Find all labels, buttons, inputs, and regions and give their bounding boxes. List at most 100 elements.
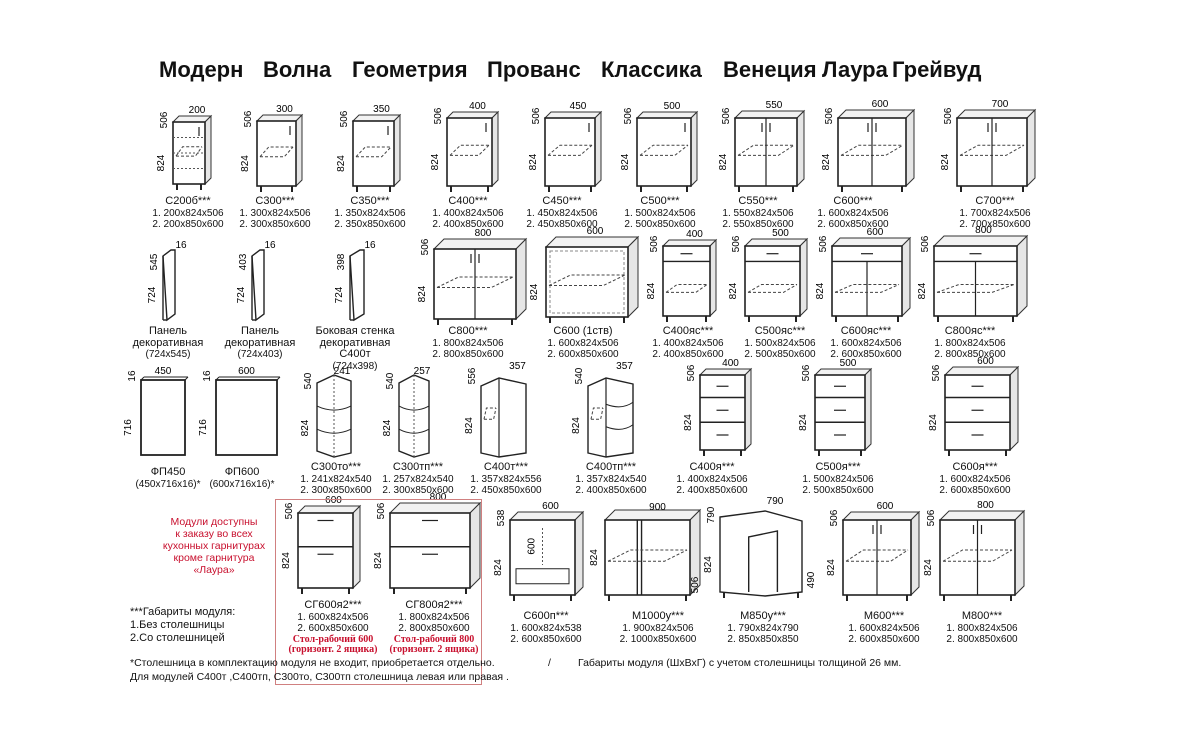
module-size-1: 1. 500х824х506 [744, 337, 816, 349]
module-size-1: 1. 257х824х540 [382, 473, 454, 485]
dim-depth: 403 [238, 253, 249, 270]
module-size-2: 2. 800х850х600 [946, 634, 1018, 645]
dim-height: 824 [240, 155, 251, 172]
module-size-2: 2. 400х850х600 [432, 219, 504, 230]
module-name: С800*** [448, 325, 488, 337]
module-size-1: 1. 357х824х540 [575, 473, 647, 485]
module-name: С500*** [640, 195, 680, 207]
module-name: С600*** [833, 195, 873, 207]
module-size-1: 1. 800х824х506 [946, 622, 1018, 634]
dim-height: 824 [571, 417, 582, 434]
module-size-1: 1. 400х824х506 [652, 337, 724, 349]
module-size-1: 1. 450х824х506 [526, 207, 598, 219]
dim-height: 824 [826, 559, 837, 576]
dim-height: 824 [620, 153, 631, 170]
module-size-2: 2. 800х850х600 [398, 623, 470, 634]
footnote-separator: / [548, 657, 551, 669]
module-name: СГ600я2*** [304, 599, 362, 611]
module-name: С200б*** [165, 195, 211, 207]
style-venecia: Венеция [723, 57, 817, 82]
module-size-2: 2. 800х850х600 [934, 349, 1006, 360]
module-name: С500я*** [815, 461, 861, 473]
availability-line-5: «Лаура» [193, 564, 235, 576]
dim-inner-height: 600 [527, 537, 538, 554]
module-size-2: 2. 600х850х600 [547, 349, 619, 360]
module-фп450: ФП450(450х716х16)* [98, 466, 238, 490]
dim-width: 800 [475, 228, 492, 239]
dim-width: 700 [992, 99, 1009, 110]
module-фп600: ФП600(600х716х16)* [172, 466, 312, 490]
dim-thickness: 16 [127, 370, 138, 382]
red-highlight-box [275, 499, 482, 685]
module-name: М600*** [863, 610, 905, 622]
dim-height: 824 [373, 552, 384, 569]
dim-width: 600 [542, 501, 559, 512]
dim-height: 824 [464, 417, 475, 434]
availability-line-2: к заказу во всех [175, 528, 253, 540]
dim-width: 257 [414, 366, 431, 377]
dim-width: 600 [872, 99, 889, 110]
module-note-2: (горизонт. 2 ящика) [288, 644, 378, 655]
dim-height: 716 [198, 419, 209, 436]
module-size-1: (724х403) [237, 349, 283, 360]
dim-height: 824 [718, 153, 729, 170]
module-size-1: 1. 800х824х506 [432, 337, 504, 349]
module-size-1: 1. 500х824х506 [624, 207, 696, 219]
dim-width: 357 [616, 361, 633, 372]
module-size-1: 1. 300х824х506 [239, 207, 311, 219]
module-name: СГ800я2*** [405, 599, 463, 611]
module-size-2: 2. 450х850х600 [526, 219, 598, 230]
dim-width: 800 [430, 492, 447, 503]
style-greyvud: Грейвуд [892, 57, 982, 82]
module-size-1: 1. 550х824х506 [722, 207, 794, 219]
module-name: С400*** [448, 195, 488, 207]
dim-height: 824 [923, 559, 934, 576]
module-size-2: 2. 400х850х600 [676, 485, 748, 496]
module-name: С400тп*** [585, 461, 637, 473]
dim-depth: 538 [496, 509, 507, 526]
dim-height: 824 [683, 414, 694, 431]
module-size-2: 2. 450х850х600 [470, 485, 542, 496]
module-name: М1000у*** [632, 610, 684, 622]
dim-width: 241 [334, 366, 351, 377]
dim-depth: 506 [829, 509, 840, 526]
dim-width: 400 [469, 101, 486, 112]
module-name: С400яс*** [662, 325, 714, 337]
dim-width: 450 [570, 101, 587, 112]
dim-width: 500 [772, 228, 789, 239]
module-name: С800яс*** [944, 325, 996, 337]
dim-thickness: 16 [364, 240, 376, 251]
dim-depth: 506 [376, 502, 387, 519]
dim-height: 824 [528, 153, 539, 170]
module-note-2: (горизонт. 2 ящика) [389, 644, 479, 655]
dim-side: 490 [806, 571, 817, 588]
module-note-1: Стол-рабочий 800 [393, 633, 475, 645]
dim-depth: 506 [339, 110, 350, 127]
dim-width: 200 [189, 105, 206, 116]
module-size-2: 2. 600х850х600 [848, 634, 920, 645]
dim-depth: 506 [623, 107, 634, 124]
dim-depth: 506 [721, 107, 732, 124]
module-size-1: 1. 800х824х506 [398, 611, 470, 623]
module-size-1: 1. 600х824х506 [547, 337, 619, 349]
dim-height: 724 [236, 286, 247, 303]
dim-height: 724 [147, 286, 158, 303]
dim-depth: 790 [706, 506, 717, 523]
module-боковая-стенка-декоративная-с400т: Боковая стенка декоративная С400т(724х39… [285, 325, 425, 372]
module-size-1: 1. 400х824х506 [432, 207, 504, 219]
dim-height: 824 [529, 283, 540, 300]
module-name: С600 (1ств) [553, 325, 613, 337]
